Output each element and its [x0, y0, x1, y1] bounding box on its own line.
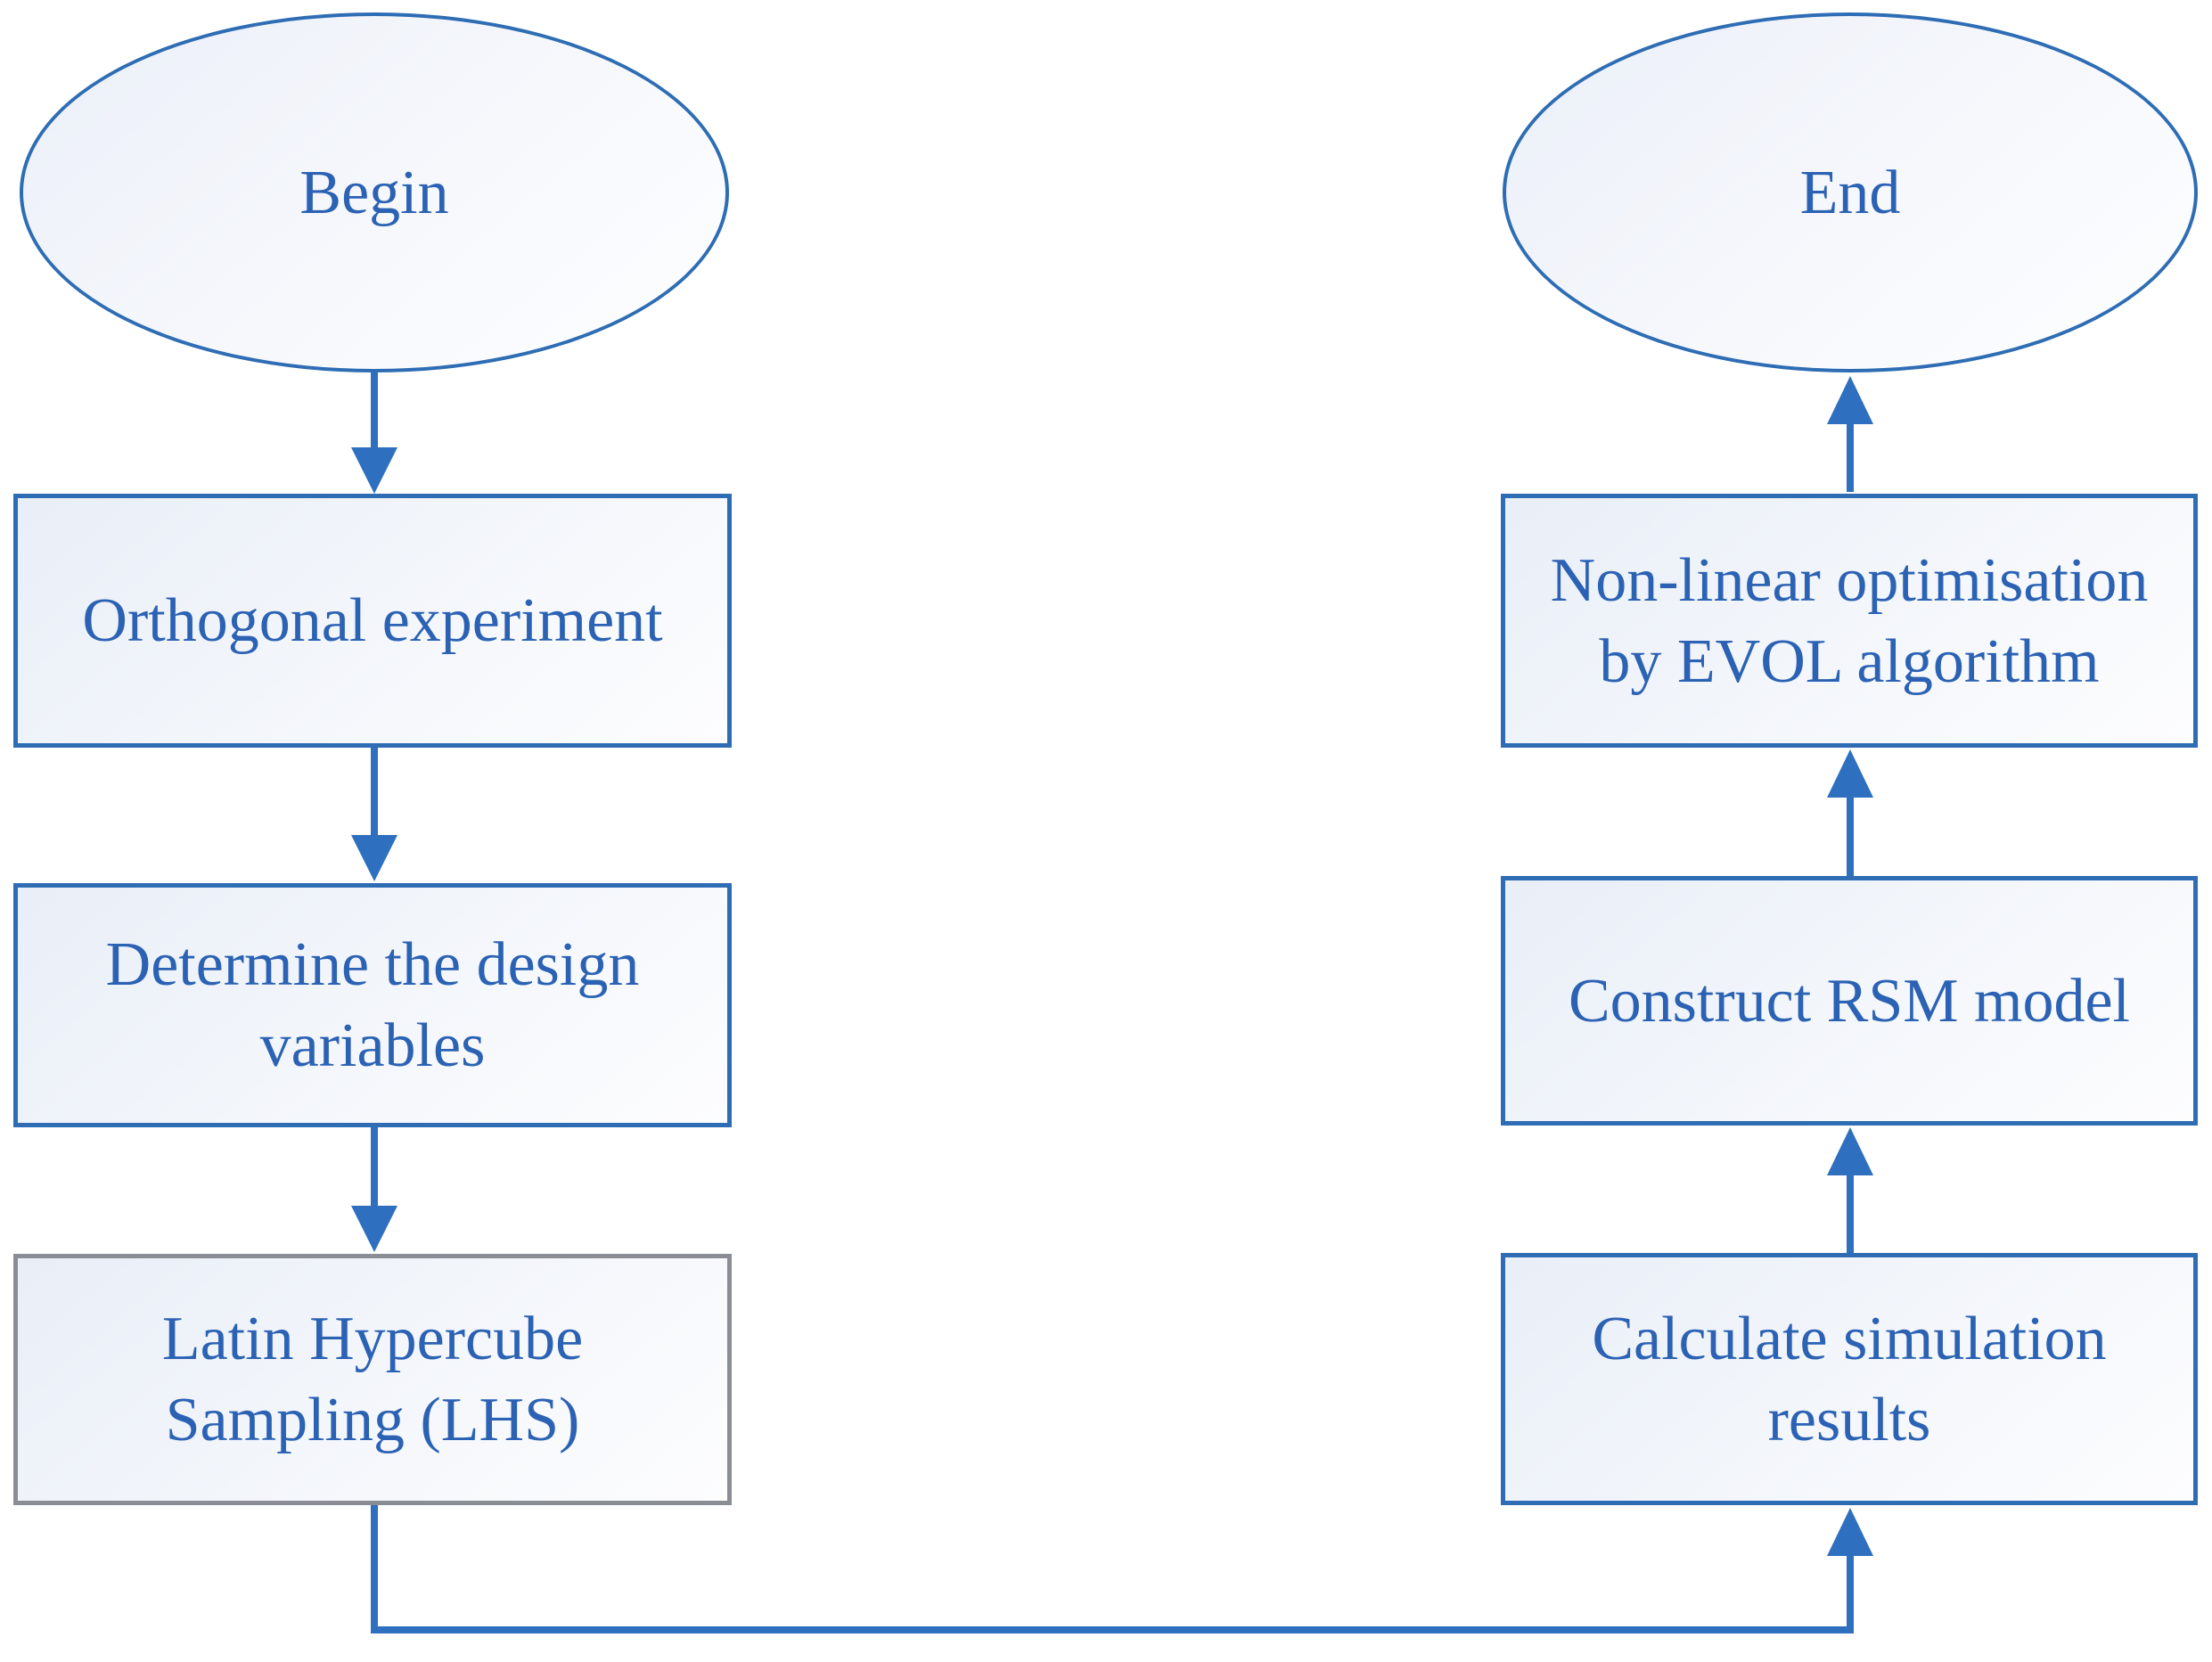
arrowhead-up-icon — [1827, 749, 1873, 798]
edge-calculate-to-construct — [1827, 1127, 1873, 1253]
arrowhead-down-icon — [351, 447, 397, 494]
node-nonlinear-optimisation: Non-linear optimisation by EVOL algorith… — [1501, 494, 2198, 748]
edge-lhs-to-calculate-elbow — [371, 1505, 1854, 1633]
node-latin-hypercube-sampling: Latin Hypercube Sampling (LHS) — [13, 1254, 732, 1505]
node-calculate-simulation-results: Calculate simulation results — [1501, 1253, 2198, 1505]
node-end-label: End — [1799, 158, 1901, 227]
node-construct-rsm-model-label: Construct RSM model — [1568, 966, 2131, 1036]
edge-nonlinear-to-end — [1827, 376, 1873, 492]
node-determine-design-variables: Determine the design variables — [13, 883, 732, 1127]
edge-construct-to-nonlinear — [1827, 749, 1873, 876]
arrowhead-up-icon — [1827, 1127, 1873, 1175]
node-end: End — [1503, 12, 2198, 373]
edge-lhs-to-calculate — [371, 1505, 1873, 1633]
node-determine-design-variables-label: Determine the design variables — [105, 930, 640, 1080]
node-orthogonal-experiment: Orthogonal experiment — [13, 494, 732, 748]
arrowhead-down-icon — [351, 1206, 397, 1252]
arrowhead-up-icon — [1827, 376, 1873, 424]
arrowhead-down-icon — [351, 835, 397, 881]
node-calculate-simulation-results-label: Calculate simulation results — [1592, 1304, 2107, 1454]
node-begin: Begin — [20, 12, 729, 373]
edge-orthogonal-to-determine — [351, 748, 397, 881]
node-nonlinear-optimisation-label: Non-linear optimisation by EVOL algorith… — [1550, 545, 2149, 696]
edge-determine-to-lhs — [351, 1127, 397, 1252]
arrowhead-up-icon — [1827, 1508, 1873, 1556]
node-begin-label: Begin — [299, 158, 449, 227]
node-orthogonal-experiment-label: Orthogonal experiment — [82, 586, 663, 655]
node-latin-hypercube-sampling-label: Latin Hypercube Sampling (LHS) — [161, 1305, 584, 1454]
edge-begin-to-orthogonal — [351, 373, 397, 494]
node-construct-rsm-model: Construct RSM model — [1501, 876, 2198, 1126]
